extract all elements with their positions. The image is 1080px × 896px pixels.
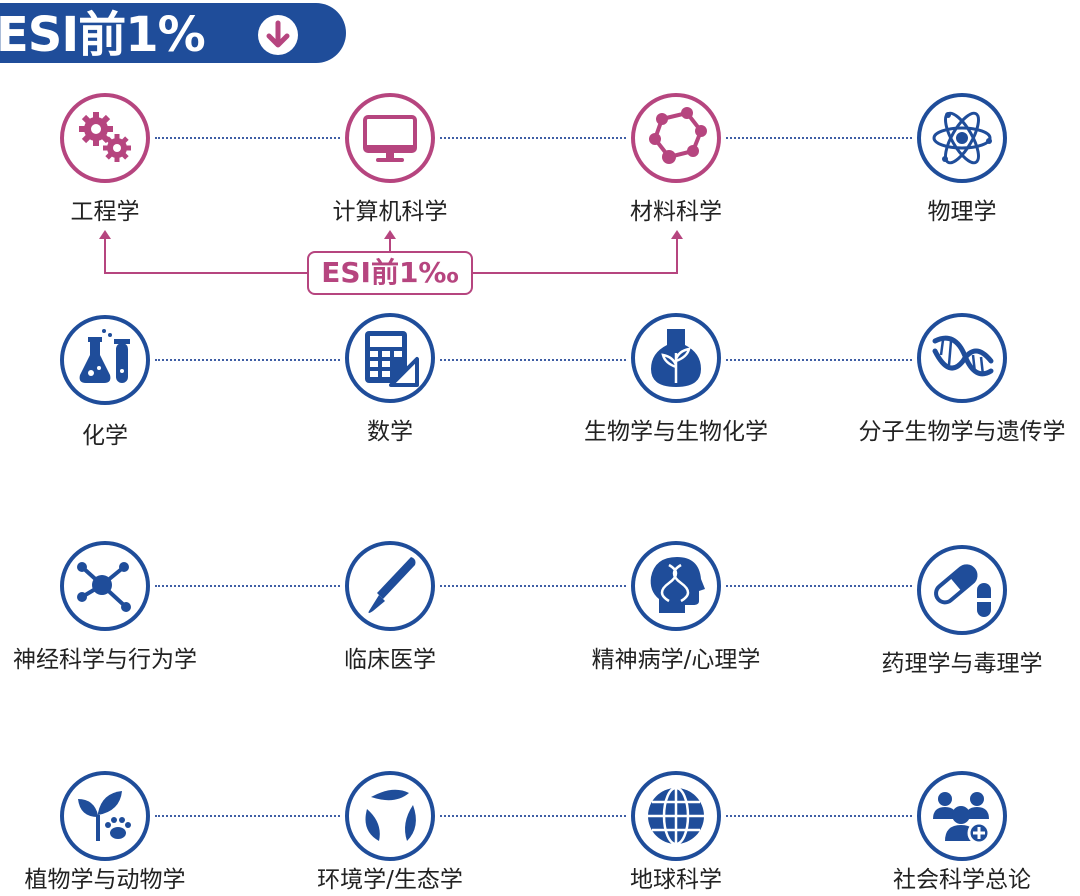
connector-line xyxy=(726,815,912,817)
connector-line xyxy=(726,137,912,139)
subject-label: 环境学/生态学 xyxy=(317,867,463,893)
connector-line xyxy=(440,137,626,139)
connector-line xyxy=(155,585,340,587)
arrow-down-circle-icon xyxy=(258,15,298,55)
plant-flask-icon xyxy=(631,313,721,403)
subject-label: 化学 xyxy=(82,423,128,449)
connector-line xyxy=(440,359,626,361)
permille-label: ESI前1‰ xyxy=(307,251,473,295)
gears-icon xyxy=(60,93,150,183)
subject-label: 临床医学 xyxy=(344,647,436,673)
globe-icon xyxy=(631,771,721,861)
subject-label: 数学 xyxy=(367,419,413,445)
subject-label: 地球科学 xyxy=(630,867,722,893)
subject-label: 精神病学/心理学 xyxy=(591,647,761,673)
computer-monitor-icon xyxy=(345,93,435,183)
calculator-icon xyxy=(345,313,435,403)
people-group-icon xyxy=(917,771,1007,861)
subject-label: 物理学 xyxy=(927,199,997,225)
connector-line xyxy=(155,359,340,361)
head-dna-icon xyxy=(631,541,721,631)
subject-label: 计算机科学 xyxy=(332,199,448,225)
subject-label: 植物学与动物学 xyxy=(24,867,186,893)
atom-icon xyxy=(917,93,1007,183)
subject-label: 神经科学与行为学 xyxy=(13,647,197,673)
subject-label: 社会科学总论 xyxy=(893,867,1031,893)
connector-line xyxy=(155,815,340,817)
molecule-ring-icon xyxy=(631,93,721,183)
dna-helix-icon xyxy=(917,313,1007,403)
sprout-paw-icon xyxy=(60,771,150,861)
connector-line xyxy=(155,137,340,139)
subject-label: 分子生物学与遗传学 xyxy=(858,419,1066,445)
subject-label: 工程学 xyxy=(70,199,140,225)
neuron-network-icon xyxy=(60,541,150,631)
header-title: ESI前1% xyxy=(0,7,206,63)
lab-flasks-icon xyxy=(60,315,150,405)
connector-line xyxy=(440,585,626,587)
leaves-cycle-icon xyxy=(345,771,435,861)
scalpel-icon xyxy=(345,541,435,631)
header-banner: ESI前1% xyxy=(0,3,346,63)
subject-label: 药理学与毒理学 xyxy=(881,651,1043,677)
pills-icon xyxy=(917,545,1007,635)
connector-line xyxy=(440,815,626,817)
subject-label: 材料科学 xyxy=(630,199,722,225)
connector-line xyxy=(726,585,912,587)
subject-label: 生物学与生物化学 xyxy=(584,419,768,445)
connector-line xyxy=(726,359,912,361)
